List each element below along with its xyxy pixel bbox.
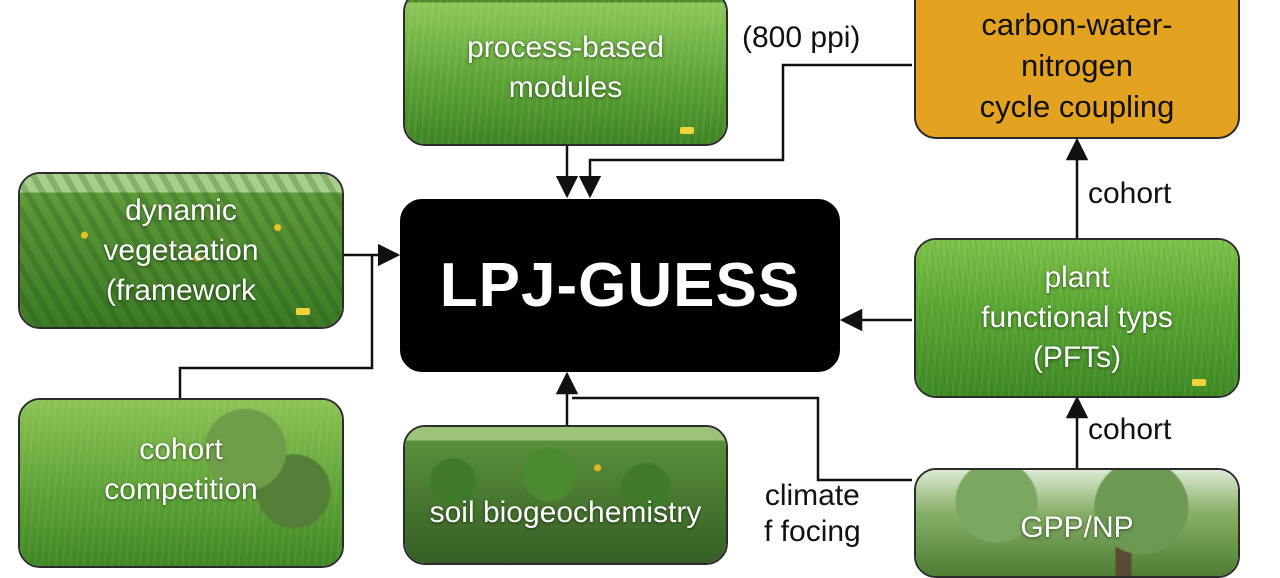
soil-plants-photo [405, 427, 726, 563]
center-label: LPJ-GUESS [439, 251, 801, 320]
edge-label-cohort-lower: cohort [1088, 413, 1172, 446]
photo-tag [1192, 379, 1206, 386]
node-dynamic-vegetation: dynamic vegetaation (framework [18, 172, 344, 329]
node-carbon-cycle: carbon-water- nitrogen cycle coupling [914, 0, 1240, 139]
edge-competition-to-center [178, 255, 374, 398]
plant-functional-types-label: plant functional typs (PFTs) [981, 261, 1173, 374]
edge-label-climate-forcing: climate f focing [764, 479, 861, 548]
cohort-competition-label: cohort competition [104, 433, 258, 506]
node-gpp-np: GPP/NP [914, 468, 1240, 578]
edge-carbon-to-center [578, 63, 912, 199]
dynamic-vegetation-label: dynamic vegetaation (framework [103, 193, 259, 307]
photo-tag [680, 127, 694, 134]
process-modules-label: process-based modules [467, 31, 664, 104]
center-node-lpj-guess: LPJ-GUESS [400, 199, 840, 372]
edge-label-cohort-upper: cohort [1088, 177, 1172, 210]
grass-field-photo [405, 0, 726, 144]
crop-field-photo [20, 174, 342, 327]
node-soil-biogeochemistry: soil biogeochemistry [403, 425, 728, 565]
node-process-modules: process-based modules [403, 0, 728, 146]
gpp-np-label: GPP/NP [1020, 511, 1134, 544]
connector-lines [178, 63, 1089, 482]
grass-photo [916, 240, 1238, 396]
carbon-cycle-label: carbon-water- nitrogen cycle coupling [979, 7, 1175, 124]
photo-tag [296, 308, 310, 315]
meadow-photo [20, 400, 342, 566]
edge-label-ppi: (800 ppi) [742, 21, 861, 54]
soil-biogeochemistry-label: soil biogeochemistry [429, 496, 702, 529]
edge-climate-to-center [572, 396, 912, 482]
node-plant-functional-types: plant functional typs (PFTs) [914, 238, 1240, 398]
node-cohort-competition: cohort competition [18, 398, 344, 568]
